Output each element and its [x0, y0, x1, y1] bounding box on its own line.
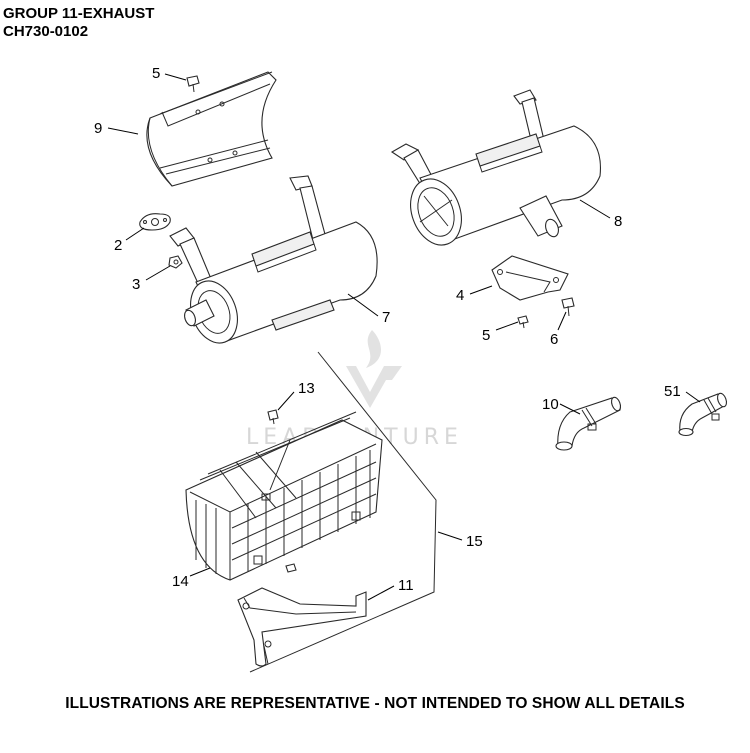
model-code: CH730-0102: [3, 23, 89, 40]
watermark-logo: [346, 330, 402, 408]
pipe-elbow-part-51[interactable]: [678, 392, 728, 437]
callout-11: 11: [398, 577, 414, 594]
bolt-part-5-lower[interactable]: [517, 315, 529, 329]
callout-4: 4: [456, 287, 464, 304]
callout-6: 6: [550, 331, 558, 348]
nut-part-3[interactable]: [168, 255, 183, 269]
kit-outline-part-15: [249, 351, 437, 673]
disclaimer-footer: ILLUSTRATIONS ARE REPRESENTATIVE - NOT I…: [65, 695, 685, 712]
callout-5-lower: 5: [482, 327, 490, 344]
callout-7: 7: [382, 309, 390, 326]
muffler-part-8[interactable]: [390, 89, 602, 252]
group-title: GROUP 11-EXHAUST: [3, 5, 155, 22]
callout-3: 3: [132, 276, 140, 293]
callout-51: 51: [664, 383, 681, 400]
bolt-part-5-upper[interactable]: [186, 75, 200, 93]
exhaust-parts-diagram: LEADVENTURE: [94, 65, 728, 673]
bolt-part-6[interactable]: [561, 297, 575, 317]
callout-15: 15: [466, 533, 483, 550]
leader-lines: [107, 73, 701, 601]
callout-5-upper: 5: [152, 65, 160, 82]
gasket-part-2[interactable]: [139, 213, 171, 231]
bracket-part-11[interactable]: [237, 587, 367, 667]
callout-13: 13: [298, 380, 315, 397]
callout-10: 10: [542, 396, 559, 413]
pipe-elbow-part-10[interactable]: [555, 396, 622, 451]
callout-labels: 5 9 2 3 7 8 4 5 6 13 10 51 15 14 11: [94, 65, 681, 594]
nut-near-cage[interactable]: [285, 563, 297, 573]
nut-part-13[interactable]: [267, 409, 279, 425]
callout-8: 8: [614, 213, 622, 230]
callout-14: 14: [172, 573, 189, 590]
bracket-part-4[interactable]: [491, 255, 569, 301]
callout-9: 9: [94, 120, 102, 137]
cage-part-14[interactable]: [185, 411, 383, 581]
callout-2: 2: [114, 237, 122, 254]
muffler-part-7[interactable]: [169, 175, 378, 350]
heat-shield-part-9[interactable]: [146, 71, 277, 187]
